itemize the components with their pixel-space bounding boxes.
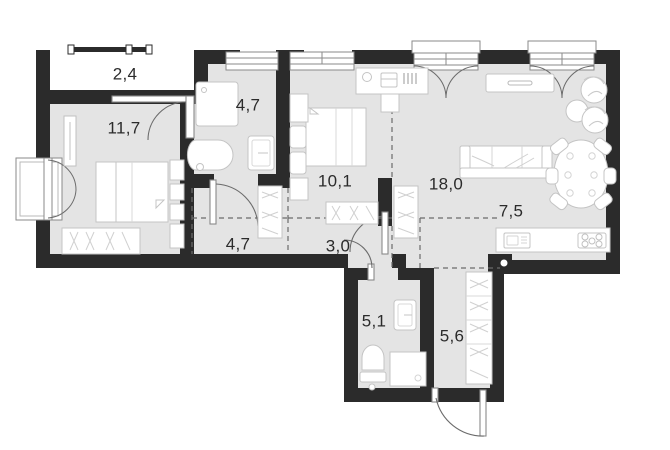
wardrobe-bedroom-left <box>61 227 141 255</box>
furniture-living-room <box>459 73 617 267</box>
furniture-hall <box>465 271 493 385</box>
hob <box>577 232 607 249</box>
washbasin <box>196 163 204 171</box>
wall-top-d <box>478 50 530 64</box>
room-label-hall-entry: 5,6 <box>440 326 465 345</box>
dining-chair <box>593 137 613 156</box>
washing-machine <box>389 351 427 387</box>
dining-set <box>545 137 617 211</box>
cooktop <box>403 73 417 84</box>
room-label-kitchen-nook: 3,0 <box>326 236 351 255</box>
furniture-bedroom-middle <box>289 67 429 225</box>
french-door-bedroom <box>15 157 77 221</box>
toilet-2 <box>361 344 385 371</box>
nightstand-lower <box>169 203 185 221</box>
wall-right-outer <box>606 50 620 274</box>
nightstand-upper <box>169 159 185 181</box>
room-label-bedroom-middle: 10,1 <box>318 171 352 190</box>
kitchen-sink <box>362 72 372 82</box>
tv-screen <box>507 80 533 86</box>
balcony-fill <box>48 50 208 90</box>
balcony-door-left <box>411 40 481 99</box>
wall-bath2-head-a <box>344 268 372 280</box>
dining-chair <box>549 192 569 211</box>
balcony-railing <box>67 44 153 55</box>
wardrobe-mid-hatch <box>331 205 375 221</box>
wall-lower-right <box>490 268 504 402</box>
balcony-door-right <box>527 40 597 99</box>
bathtub-drain <box>201 87 207 93</box>
window-bathroom <box>225 51 279 71</box>
interior-walls <box>180 64 434 388</box>
room-label-corridor: 4,7 <box>226 234 251 253</box>
microwave <box>503 232 531 249</box>
furniture-bedroom-left <box>61 159 185 255</box>
door-balcony-bedroom <box>111 95 195 141</box>
dining-chair <box>593 192 613 211</box>
toilet <box>186 139 234 171</box>
dining-chair <box>603 167 617 185</box>
area-labels: 2,4 11,7 4,7 4,7 10,1 3,0 18,0 7,5 5,1 5… <box>107 64 524 345</box>
door-bathroom-main <box>209 179 259 227</box>
outlet-dot <box>500 259 508 267</box>
cabinet-bottom <box>289 177 309 201</box>
floor-drain <box>368 383 376 391</box>
wall-bath-bottom-b <box>258 174 290 188</box>
room-label-bathroom-second: 5,1 <box>362 311 387 330</box>
nightstand-mid <box>169 183 185 201</box>
door-bathroom-second <box>343 239 375 281</box>
wardrobe-hatch <box>69 231 131 251</box>
wardrobe-corridor-hatch <box>261 191 279 235</box>
cabinet-low <box>289 151 307 175</box>
oven <box>380 72 398 88</box>
room-label-balcony-top-left: 2,4 <box>113 64 138 83</box>
wall-balcony-left <box>36 50 50 64</box>
dining-chair <box>549 137 569 156</box>
room-label-bathroom-main: 4,7 <box>236 95 261 114</box>
toilet-cistern <box>359 371 387 383</box>
bathtub <box>195 81 239 127</box>
bed-pillow-area <box>95 161 117 223</box>
wall-lower-left <box>344 268 358 402</box>
wall-return-corridor <box>392 254 406 268</box>
wall-bottom-left <box>36 254 348 268</box>
furniture-bathroom-second <box>359 299 427 391</box>
wall-lower-bottom <box>344 388 504 402</box>
window-bedroom-middle <box>289 51 355 71</box>
washer-dial <box>414 374 422 382</box>
armchair-upper <box>580 76 608 104</box>
wall-top-c <box>352 50 414 64</box>
shelf-unit <box>169 223 185 249</box>
room-label-kitchen-zone: 7,5 <box>499 201 524 220</box>
cabinet-top <box>289 93 309 123</box>
sofa <box>459 145 553 179</box>
furniture-bathroom-main <box>186 81 275 171</box>
doors <box>111 95 487 437</box>
room-label-living-room: 18,0 <box>429 174 463 193</box>
armchair-lower <box>581 106 609 134</box>
entrance-door <box>431 387 487 437</box>
wardrobe-corridor <box>257 185 283 239</box>
zone-dividers <box>191 100 610 269</box>
appliance-under-counter <box>380 93 400 113</box>
wardrobe-corridor-right-hatch <box>397 191 415 235</box>
wardrobe-corridor-right <box>393 185 419 239</box>
cabinet-mid <box>289 125 307 149</box>
furniture-corridor <box>257 185 419 239</box>
wall-bath-right <box>276 64 290 174</box>
dining-chair <box>545 167 559 185</box>
room-label-bedroom-left: 11,7 <box>107 118 140 137</box>
wall-bath-bottom-a <box>180 174 214 188</box>
windows <box>15 40 597 221</box>
door-corridor-nook <box>349 211 389 255</box>
window-bedroom-left <box>63 115 77 167</box>
wall-bottom-right <box>500 260 620 274</box>
wardrobe-hall-hatch <box>469 279 489 379</box>
wall-bath2-head-b <box>398 268 434 280</box>
